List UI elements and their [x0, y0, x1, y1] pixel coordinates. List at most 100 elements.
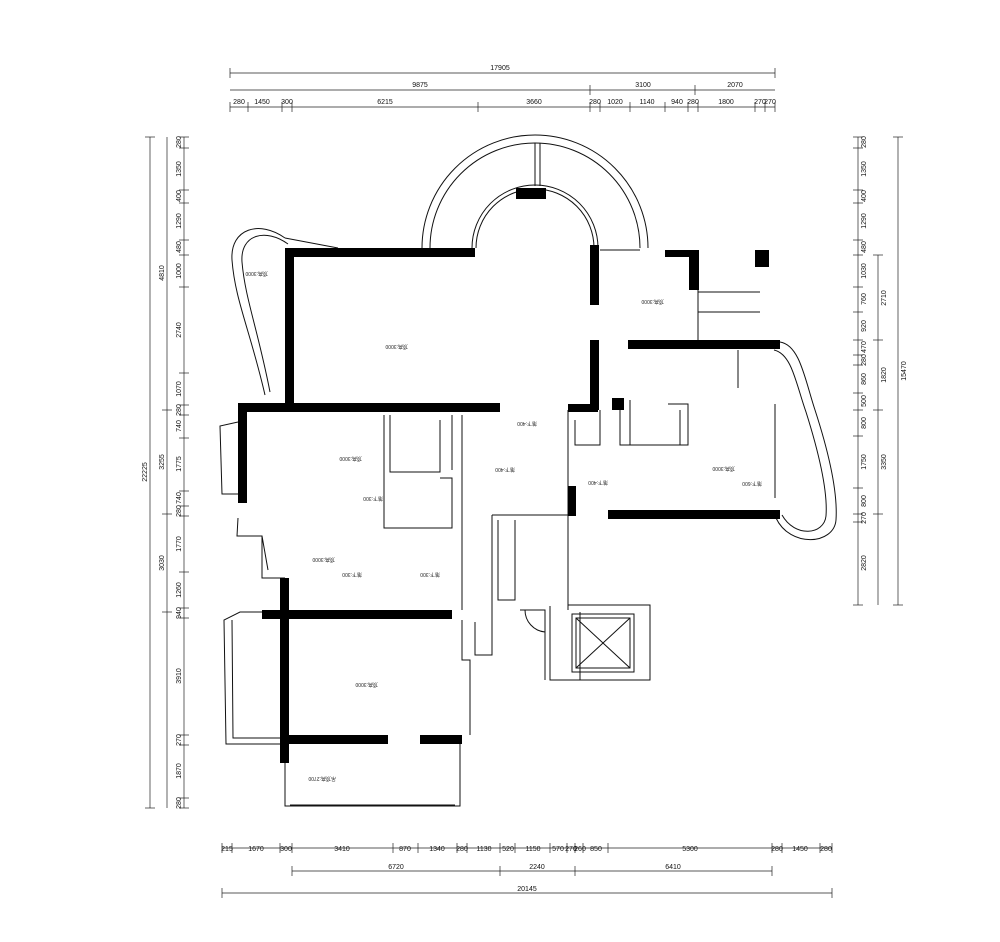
walls	[238, 188, 780, 763]
dim-right-16: 270	[861, 512, 868, 524]
drop-label-closet: 落下:300	[420, 571, 440, 578]
dim-bottom-1: 215	[221, 846, 233, 853]
dim-bottom-14: 850	[590, 846, 602, 853]
dim-left-8: 1070	[176, 381, 183, 397]
dim-right-1: 280	[861, 136, 868, 148]
balcony-lines	[219, 249, 776, 807]
drop-label-corridor: 落下:400	[517, 420, 537, 427]
dim-left-10: 740	[176, 420, 183, 432]
dim-top-5: 3660	[526, 99, 542, 106]
dim-left-3: 400	[176, 190, 183, 202]
dim-left-5: 480	[176, 241, 183, 253]
ceiling-label-bedroom-3: 顶高:3000	[712, 465, 735, 472]
dim-left-11: 1775	[176, 456, 183, 472]
dim-top-total: 17905	[490, 65, 510, 72]
dim-right-10: 280	[861, 354, 868, 366]
dim-top-mid-3: 2070	[727, 82, 743, 89]
dim-right-13: 800	[861, 417, 868, 429]
dim-right-12: 500	[861, 395, 868, 407]
dim-left-12: 740	[176, 492, 183, 504]
dim-left-16: 940	[176, 607, 183, 619]
dim-bottom-5: 870	[399, 846, 411, 853]
dim-top-11: 1800	[718, 99, 734, 106]
dim-bottom-16: 280	[771, 846, 783, 853]
ceiling-label-bedroom-1: 顶高:3000	[339, 455, 362, 462]
dim-top-7: 1020	[607, 99, 623, 106]
dim-left-17: 3910	[176, 668, 183, 684]
dim-left-7: 2740	[176, 322, 183, 338]
ceiling-label-bedroom-2: 顶高:3000	[312, 556, 335, 563]
dim-top-9: 940	[671, 99, 683, 106]
dim-bottom-mid-2: 2240	[529, 864, 545, 871]
dim-top-12: 270	[754, 99, 766, 106]
dim-bottom-4: 3410	[334, 846, 350, 853]
dim-top-2: 1450	[254, 99, 270, 106]
dim-right-15: 800	[861, 495, 868, 507]
top-dimensions: 17905 9875 3100 2070 280 1450 300 6215 3…	[229, 65, 776, 112]
dim-left-13: 280	[176, 505, 183, 517]
dim-top-8: 1140	[639, 99, 654, 106]
dim-right-4: 1290	[861, 213, 868, 229]
ceiling-label-living: 顶高:3000	[385, 343, 408, 350]
ceiling-label-master: 顶高:3000	[355, 681, 378, 688]
dim-bottom-9: 520	[502, 846, 514, 853]
dim-bottom-18: 280	[820, 846, 832, 853]
elevator-icon	[571, 613, 635, 673]
dim-right-total: 15470	[901, 361, 908, 381]
drop-label-bedroom-1: 落下:300	[363, 495, 383, 502]
dim-bottom-6: 1340	[429, 846, 445, 853]
dim-bottom-total: 20145	[517, 886, 537, 893]
dim-bottom-3: 300	[280, 846, 292, 853]
drop-label-bedroom-3: 落下:600	[742, 480, 762, 487]
dim-right-9: 470	[861, 341, 868, 353]
dim-bottom-8: 1130	[476, 846, 491, 853]
curved-balconies	[231, 134, 837, 540]
dim-right-5: 480	[861, 241, 868, 253]
dim-right-mid-3: 3350	[881, 454, 888, 470]
dim-right-6: 1030	[861, 263, 868, 279]
dim-top-10: 280	[687, 99, 699, 106]
dim-bottom-mid-3: 6410	[665, 864, 681, 871]
dim-right-17: 2820	[861, 555, 868, 571]
dim-right-mid-2: 1820	[881, 367, 888, 383]
drop-label-bedroom-2: 落下:300	[342, 571, 362, 578]
dim-top-4: 6215	[377, 99, 393, 106]
dim-bottom-13: 260	[574, 846, 586, 853]
dim-left-4: 1290	[176, 213, 183, 229]
ceiling-label-balcony: 顶高:3000	[245, 270, 268, 277]
dim-left-18: 270	[176, 734, 183, 746]
drop-label-dining: 落下:400	[588, 479, 608, 486]
dim-right-3: 400	[861, 190, 868, 202]
dim-left-2: 1350	[176, 161, 183, 177]
bottom-dimensions: 215 1670 300 3410 870 1340 280 1130 520 …	[221, 843, 833, 898]
dim-bottom-12: 270	[565, 846, 577, 853]
dim-right-7: 760	[861, 293, 868, 305]
dim-bottom-15: 5300	[682, 846, 698, 853]
dim-left-20: 280	[176, 797, 183, 809]
dim-right-8: 920	[861, 320, 868, 332]
dim-bottom-mid-1: 6720	[388, 864, 404, 871]
dim-right-14: 1750	[861, 454, 868, 470]
room-labels: 顶高:3000 顶高:3000 顶高:3000 顶高:3000 顶高:3000 …	[245, 270, 762, 782]
dim-left-15: 1260	[176, 582, 183, 598]
dim-left-mid-3: 3030	[159, 555, 166, 571]
dim-left-14: 1770	[176, 536, 183, 552]
dim-left-mid-2: 3255	[159, 454, 166, 470]
dim-right-2: 1350	[861, 161, 868, 177]
ceiling-label-kitchen: 顶高:3000	[641, 298, 664, 305]
door-arc	[524, 609, 546, 633]
dim-top-3: 300	[281, 99, 293, 106]
dim-bottom-11: 570	[552, 846, 564, 853]
dim-left-6: 1000	[176, 263, 183, 279]
dim-top-13: 270	[764, 99, 776, 106]
dim-top-1: 280	[233, 99, 245, 106]
ceiling-label-bath: 吊顶高:2700	[308, 775, 336, 782]
dim-left-19: 1870	[176, 763, 183, 779]
dim-right-11: 860	[861, 373, 868, 385]
dim-bottom-17: 1450	[792, 846, 808, 853]
dim-top-mid-1: 9875	[412, 82, 428, 89]
dim-left-1: 280	[176, 136, 183, 148]
dim-bottom-2: 1670	[248, 846, 264, 853]
right-dimensions: 280 1350 400 1290 480 1030 760 920 470 2…	[853, 136, 908, 606]
